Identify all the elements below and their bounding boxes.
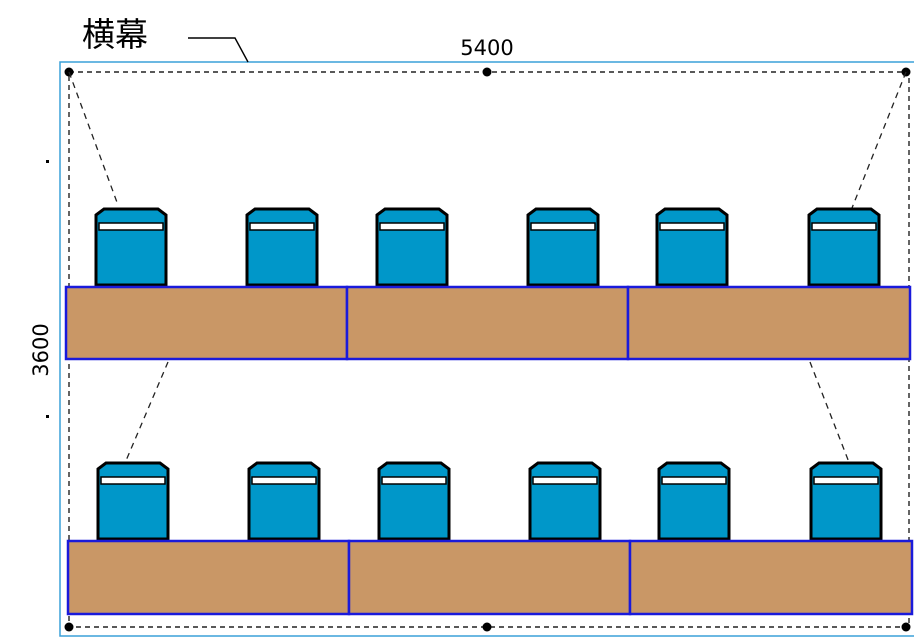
table xyxy=(626,285,912,361)
row-2-tables xyxy=(66,539,914,616)
height-dimension-label: 3600 xyxy=(29,323,53,376)
row-1-seats xyxy=(94,207,881,287)
seat xyxy=(807,207,881,287)
width-dimension-label: 5400 xyxy=(460,36,513,60)
seat xyxy=(96,461,170,541)
seat xyxy=(94,207,168,287)
bottom-left-dot xyxy=(64,622,74,632)
table xyxy=(64,285,349,361)
table xyxy=(345,285,630,361)
outer-frame xyxy=(59,61,914,637)
left-tick-upper xyxy=(46,160,49,163)
row-2-seats xyxy=(96,461,883,541)
bottom-mid-dot xyxy=(482,622,492,632)
seat xyxy=(247,461,321,541)
seat xyxy=(528,461,602,541)
seat xyxy=(657,461,731,541)
banner-label: 横幕 xyxy=(82,15,148,54)
guide-line-lower-left xyxy=(121,361,169,471)
seat xyxy=(809,461,883,541)
row-1-tables xyxy=(64,285,912,361)
seat xyxy=(526,207,600,287)
table xyxy=(347,539,632,616)
bottom-right-dot xyxy=(901,622,911,632)
guide-line-lower-right xyxy=(809,361,853,471)
seat xyxy=(245,207,319,287)
table xyxy=(628,539,914,616)
top-mid-dot xyxy=(482,67,492,77)
table xyxy=(66,539,351,616)
left-tick-lower xyxy=(46,415,49,418)
guide-line-upper-left xyxy=(68,71,119,206)
guide-line-upper-right xyxy=(851,71,907,209)
seat xyxy=(377,461,451,541)
seat xyxy=(375,207,449,287)
seat xyxy=(655,207,729,287)
banner-leader-line xyxy=(188,37,249,63)
